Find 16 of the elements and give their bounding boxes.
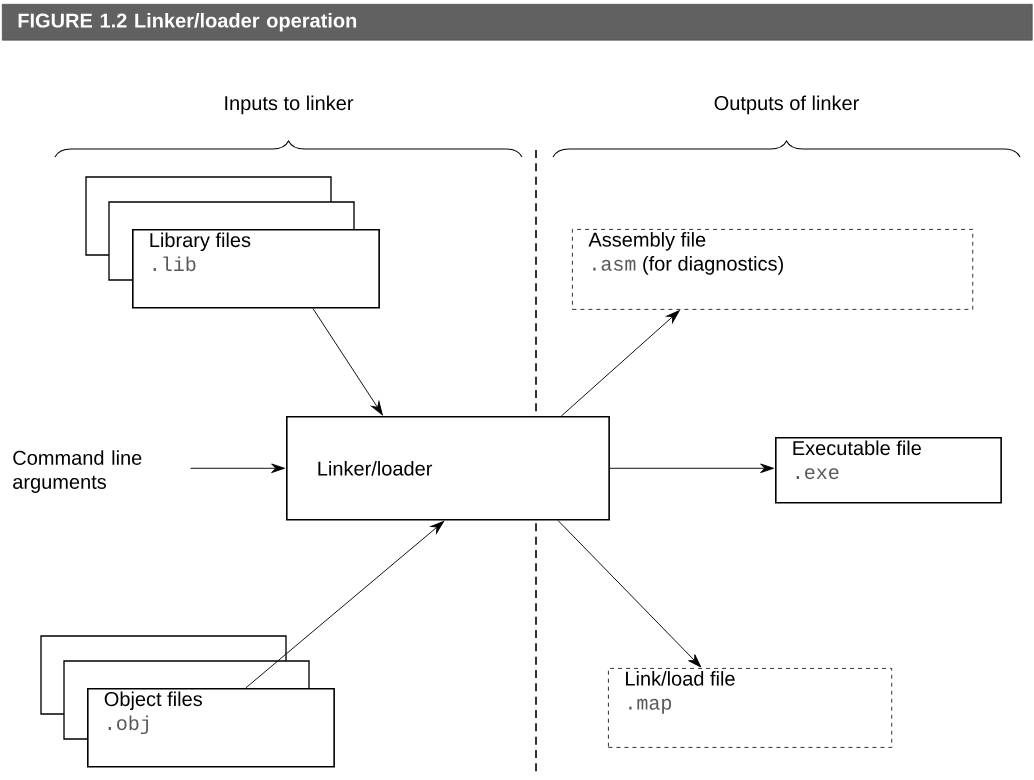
- arrow: [560, 310, 680, 417]
- process-box: Object files .obj: [87, 688, 335, 768]
- output-box: Assembly file .asm (for diagnostics): [572, 229, 974, 310]
- arrow: [557, 520, 702, 668]
- arrow: [312, 308, 383, 416]
- input-text: Command line arguments: [13, 450, 142, 493]
- process-box: Library files .lib: [132, 229, 380, 309]
- arrow: [190, 463, 285, 474]
- section-label: Outputs of linker: [714, 95, 859, 115]
- output-box: Link/load file .map: [608, 668, 893, 748]
- process-box: Linker/loader: [286, 416, 610, 521]
- title-bar: FIGURE 1.2 Linker/loader operation: [2, 4, 1033, 41]
- process-box: Executable file .exe: [775, 437, 1002, 504]
- arrow: [609, 463, 774, 474]
- section-label: Inputs to linker: [225, 95, 354, 115]
- arrow: [245, 521, 445, 689]
